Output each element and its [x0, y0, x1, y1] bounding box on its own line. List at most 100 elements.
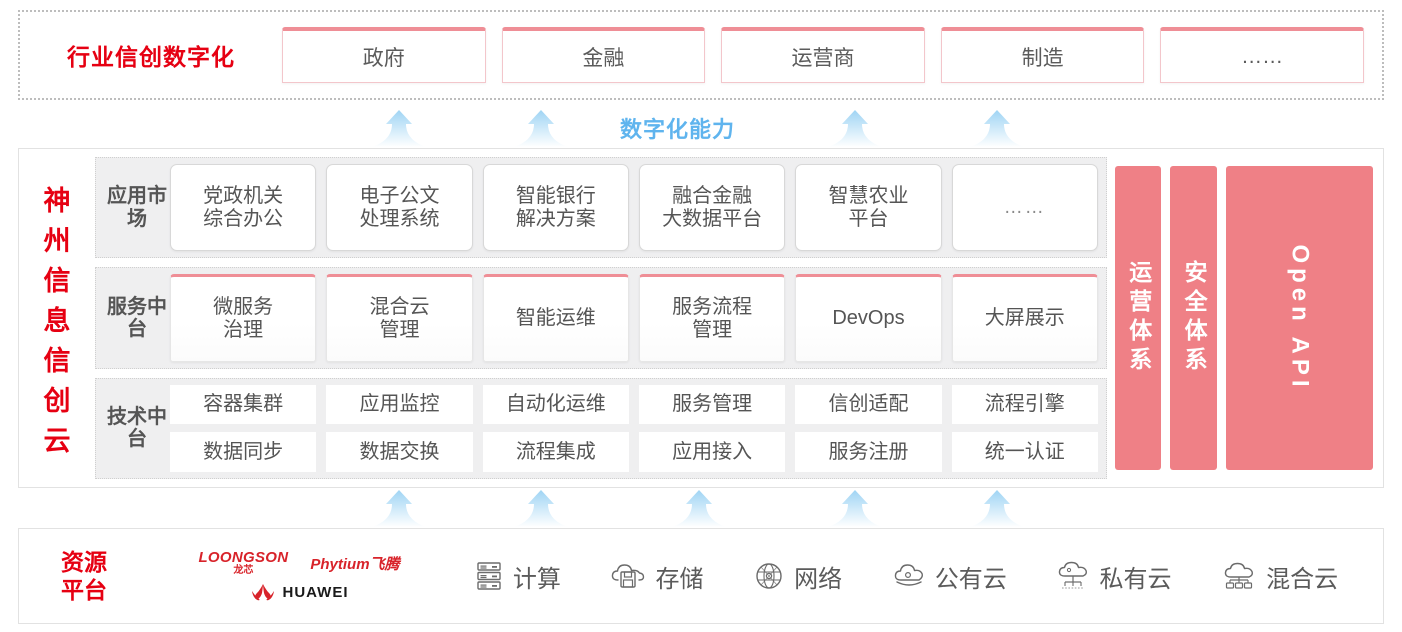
phytium-logo: Phytium飞腾	[310, 555, 400, 573]
cell-line: 混合云管理	[369, 295, 430, 341]
server-icon	[477, 562, 501, 590]
industry-card-manufacturing[interactable]: 制造	[940, 27, 1145, 83]
resource-item-label: 混合云	[1266, 565, 1339, 593]
app-cell-gov-office[interactable]: 党政机关综合办公	[170, 164, 317, 252]
resource-section: 资源平台 LOONGSON 龙芯 Phytium飞腾 HUAWEI	[18, 528, 1384, 624]
hybrid-cloud-icon	[1224, 562, 1254, 589]
loongson-logo: LOONGSON 龙芯	[198, 550, 288, 576]
cloud-title-char: 神	[43, 185, 71, 216]
resource-item-label: 公有云	[934, 565, 1007, 593]
cell-line: 微服务治理	[213, 295, 274, 341]
cell-line: 智能银行解决方案	[515, 184, 596, 230]
layer-service-platform: 服务中台 微服务治理 混合云管理 智能运维 服务流程管理 DevOps 大屏展示	[95, 267, 1107, 369]
industry-band: 行业信创数字化 政府 金融 运营商 制造 ……	[18, 10, 1384, 100]
industry-band-title: 行业信创数字化	[67, 44, 235, 70]
huawei-flower-icon	[251, 584, 274, 601]
cell-line: 智慧农业平台	[828, 184, 909, 230]
resource-section-title: 资源平台	[61, 548, 107, 603]
pillar-security-system[interactable]: 安全体系	[1170, 166, 1217, 470]
pillar-label: Open API	[1286, 244, 1314, 392]
tech-cell-data-sync[interactable]: 数据同步	[170, 432, 317, 472]
loongson-logo-subtext: 龙芯	[233, 565, 254, 576]
pillar-group: 运营体系 安全体系 Open API	[1115, 157, 1373, 479]
pillar-open-api[interactable]: Open API	[1225, 166, 1373, 470]
tech-cell-automated-ops[interactable]: 自动化运维	[482, 384, 629, 425]
cloud-title-char: 云	[43, 425, 71, 456]
tech-cell-process-integration[interactable]: 流程集成	[482, 432, 629, 472]
tech-row: 数据同步 数据交换 流程集成 应用接入 服务注册 统一认证	[170, 432, 1098, 472]
pillar-label: 安全体系	[1181, 260, 1208, 376]
up-arrow-icon	[828, 110, 882, 147]
industry-card-list: 政府 金融 运营商 制造 ……	[282, 27, 1382, 83]
tech-row: 容器集群 应用监控 自动化运维 服务管理 信创适配 流程引擎	[170, 384, 1098, 425]
resource-item-label: 网络	[794, 565, 843, 593]
up-arrow-icon	[372, 490, 426, 527]
resource-item-hybrid-cloud[interactable]: 混合云	[1221, 559, 1338, 594]
resource-item-network[interactable]: 网络	[753, 559, 842, 594]
cell-line: 融合金融大数据平台	[662, 184, 763, 230]
industry-card-operator[interactable]: 运营商	[721, 27, 925, 83]
cloud-title-char: 州	[43, 225, 71, 256]
cloud-title-char: 息	[43, 305, 71, 336]
svc-cell-devops[interactable]: DevOps	[795, 274, 942, 362]
resource-item-private-cloud[interactable]: 私有云	[1056, 559, 1171, 594]
capability-label: 数字化能力	[620, 117, 736, 142]
industry-card-more[interactable]: ……	[1160, 27, 1364, 83]
up-arrow-icon	[970, 110, 1024, 147]
industry-card-government[interactable]: 政府	[282, 27, 486, 83]
app-cell-more[interactable]: ……	[951, 164, 1098, 252]
tech-cell-container-cluster[interactable]: 容器集群	[170, 384, 317, 425]
up-arrow-icon	[514, 490, 568, 527]
app-cell-smart-agriculture[interactable]: 智慧农业平台	[795, 164, 942, 252]
resource-item-list: 计算 存储 网络	[449, 559, 1383, 594]
layer-technology-platform: 技术中台 容器集群 应用监控 自动化运维 服务管理 信创适配 流程引擎 数据同步…	[95, 377, 1107, 479]
up-arrow-icon	[672, 490, 726, 527]
vendor-logo-row: LOONGSON 龙芯 Phytium飞腾	[198, 550, 399, 576]
tech-row-group: 容器集群 应用监控 自动化运维 服务管理 信创适配 流程引擎 数据同步 数据交换…	[170, 384, 1098, 472]
app-cell-finance-bigdata[interactable]: 融合金融大数据平台	[638, 164, 786, 252]
app-cell-smart-bank[interactable]: 智能银行解决方案	[482, 164, 629, 252]
huawei-logo: HUAWEI	[250, 582, 349, 602]
tech-cell-service-mgmt[interactable]: 服务管理	[638, 384, 786, 425]
vendor-logo-row: HUAWEI	[250, 582, 349, 602]
cloud-title-char: 创	[43, 385, 71, 416]
network-globe-icon	[756, 563, 782, 589]
svc-cell-hybrid-cloud-mgmt[interactable]: 混合云管理	[326, 274, 473, 362]
industry-card-finance[interactable]: 金融	[501, 27, 706, 83]
pillar-operations-system[interactable]: 运营体系	[1115, 166, 1162, 470]
layer-stack: 应用市场 党政机关综合办公 电子公文处理系统 智能银行解决方案 融合金融大数据平…	[95, 157, 1107, 479]
loongson-logo-text: LOONGSON	[198, 549, 289, 566]
up-arrow-icon	[970, 490, 1024, 527]
tech-cell-xinchuang-adaptation[interactable]: 信创适配	[795, 384, 942, 425]
cloud-section: 神 州 信 息 信 创 云 应用市场 党政机关综合办公 电子公文处理系统 智能银…	[18, 148, 1384, 488]
layer-application-market: 应用市场 党政机关综合办公 电子公文处理系统 智能银行解决方案 融合金融大数据平…	[95, 157, 1107, 259]
tech-cell-data-exchange[interactable]: 数据交换	[326, 432, 473, 472]
resource-item-public-cloud[interactable]: 公有云	[892, 559, 1007, 594]
vendor-logo-group: LOONGSON 龙芯 Phytium飞腾 HUAWEI	[149, 550, 449, 602]
cloud-section-title: 神 州 信 息 信 创 云	[19, 149, 95, 487]
svc-cell-smart-ops[interactable]: 智能运维	[482, 274, 629, 362]
layer-cell-list: 微服务治理 混合云管理 智能运维 服务流程管理 DevOps 大屏展示	[170, 274, 1098, 362]
tech-cell-app-monitoring[interactable]: 应用监控	[326, 384, 473, 425]
tech-cell-unified-auth[interactable]: 统一认证	[951, 432, 1098, 472]
layer-label-application-market: 应用市场	[107, 185, 167, 230]
tech-cell-process-engine[interactable]: 流程引擎	[951, 384, 1098, 425]
up-arrow-icon	[828, 490, 882, 527]
layer-label-service-platform: 服务中台	[107, 295, 167, 340]
up-arrow-icon	[372, 110, 426, 147]
resource-item-storage[interactable]: 存储	[610, 559, 703, 594]
tech-cell-service-registry[interactable]: 服务注册	[795, 432, 942, 472]
svc-cell-service-process-mgmt[interactable]: 服务流程管理	[638, 274, 786, 362]
resource-item-label: 私有云	[1099, 565, 1172, 593]
public-cloud-icon	[894, 564, 923, 586]
app-cell-edoc-system[interactable]: 电子公文处理系统	[326, 164, 473, 252]
resource-item-label: 计算	[512, 565, 561, 593]
layer-cell-list: 党政机关综合办公 电子公文处理系统 智能银行解决方案 融合金融大数据平台 智慧农…	[170, 164, 1098, 252]
layer-label-technology-platform: 技术中台	[107, 405, 167, 451]
tech-cell-app-access[interactable]: 应用接入	[638, 432, 786, 472]
resource-item-compute[interactable]: 计算	[474, 559, 561, 594]
cell-line: 党政机关综合办公	[203, 184, 284, 230]
svc-cell-large-screen-display[interactable]: 大屏展示	[951, 274, 1098, 362]
svc-cell-microservice-governance[interactable]: 微服务治理	[170, 274, 317, 362]
cloud-body: 应用市场 党政机关综合办公 电子公文处理系统 智能银行解决方案 融合金融大数据平…	[95, 149, 1383, 487]
